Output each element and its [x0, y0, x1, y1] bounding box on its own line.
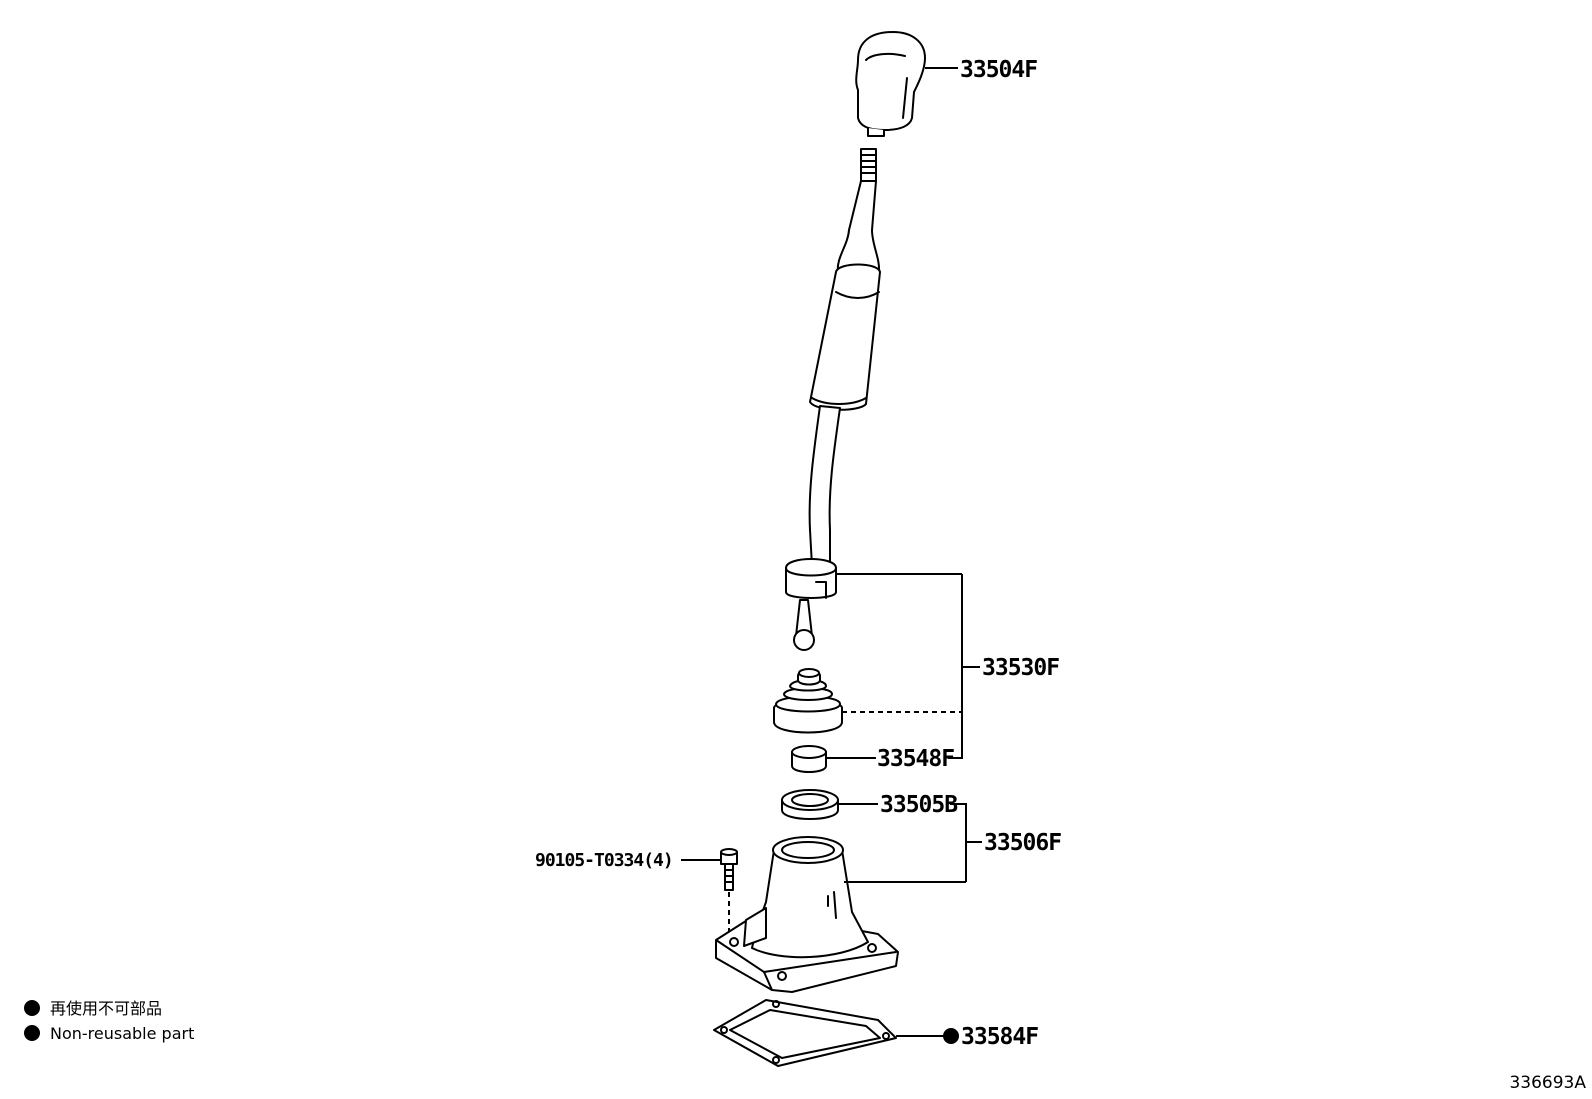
gasket-illustration	[713, 999, 959, 1067]
label-33530F: 33530F	[982, 655, 1059, 681]
label-33584F: 33584F	[961, 1024, 1038, 1050]
bushing-illustration	[791, 745, 876, 773]
illustration-id: 336693A	[1509, 1073, 1586, 1093]
label-33548F: 33548F	[877, 746, 954, 772]
label-90105-T0334: 90105-T0334(4)	[535, 850, 673, 871]
boot-illustration	[773, 668, 962, 734]
non-reusable-marker-icon	[24, 1000, 40, 1016]
bracket-33506F	[950, 803, 982, 882]
shift-knob-illustration	[855, 31, 958, 137]
bracket-33530F	[948, 574, 980, 759]
bolt-illustration	[681, 848, 738, 932]
legend-english: Non-reusable part	[50, 1024, 194, 1043]
shift-lever-illustration	[785, 148, 962, 651]
retainer-illustration	[715, 836, 966, 993]
label-33505B: 33505B	[880, 792, 958, 818]
non-reusable-marker-icon	[24, 1025, 40, 1041]
seat-illustration	[781, 789, 878, 820]
legend: 再使用不可部品 Non-reusable part	[24, 999, 194, 1043]
label-33506F: 33506F	[984, 830, 1061, 856]
label-33504F: 33504F	[960, 57, 1037, 83]
legend-japanese: 再使用不可部品	[50, 999, 162, 1018]
